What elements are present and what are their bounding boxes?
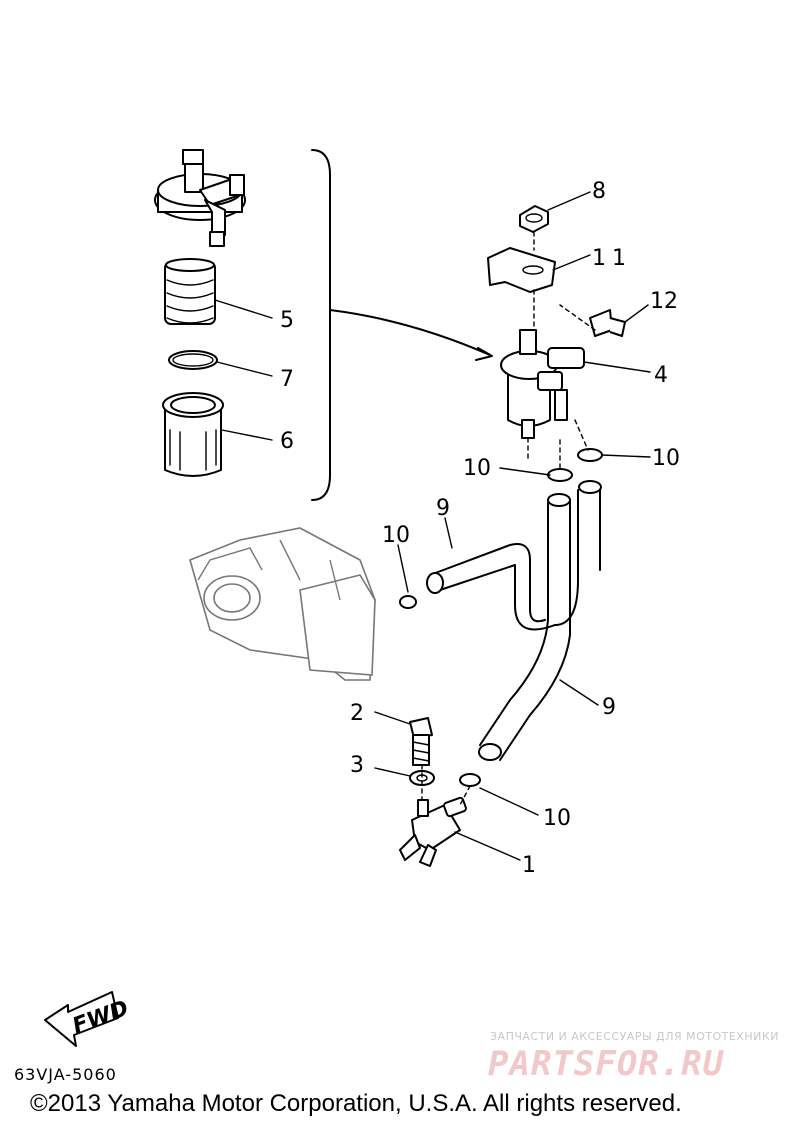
callout-3: 3 (350, 753, 364, 778)
callout-11: 11 (592, 246, 632, 271)
callout-9-lower: 9 (602, 695, 616, 720)
callout-2: 2 (350, 701, 364, 726)
callout-10-filter-right: 10 (652, 446, 680, 471)
fuel-joint-1 (399, 796, 467, 867)
filter-cup (162, 392, 224, 477)
callout-9-upper: 9 (436, 496, 450, 521)
group-arrowhead (475, 347, 493, 361)
bolt-2 (409, 717, 433, 766)
copyright-notice: ©2013 Yamaha Motor Corporation, U.S.A. A… (30, 1090, 682, 1117)
watermark-tagline: ЗАПЧАСТИ И АКСЕССУАРЫ ДЛЯ МОТОТЕХНИКИ (490, 1030, 779, 1043)
o-ring-7 (168, 350, 218, 370)
fuel-filter-assembly (500, 329, 585, 439)
fuel-hose-9-lower (478, 493, 571, 761)
carburetor (189, 527, 376, 681)
filter-cap-assembly (154, 149, 246, 247)
callout-10-joint: 10 (543, 806, 571, 831)
watermark-logo: PARTSFOR.RU (488, 1044, 725, 1084)
callout-5: 5 (280, 308, 294, 333)
group-bracket (311, 149, 331, 501)
callout-1: 1 (522, 853, 536, 878)
filter-element (164, 258, 216, 325)
group-arrow (329, 309, 491, 356)
callout-7: 7 (280, 367, 294, 392)
callout-10-carb: 10 (382, 523, 410, 548)
clamp-10-carb (399, 595, 417, 609)
clamp-10-lower (547, 468, 573, 482)
nut-8 (519, 205, 549, 233)
fwd-arrow: FWD (44, 991, 132, 1047)
diagram-code: 63VJA-5060 (14, 1065, 117, 1084)
callout-12: 12 (650, 289, 678, 314)
clamp-10-joint (459, 773, 481, 787)
callout-8: 8 (592, 179, 606, 204)
callout-10-filter-left: 10 (463, 456, 491, 481)
bracket-11 (487, 247, 556, 293)
leader-lines (214, 191, 651, 861)
bolt-12 (589, 309, 626, 337)
clamp-10-upper (577, 448, 603, 462)
fuel-hose-9-upper (426, 480, 602, 631)
callout-6: 6 (280, 429, 294, 454)
callout-4: 4 (654, 363, 668, 388)
